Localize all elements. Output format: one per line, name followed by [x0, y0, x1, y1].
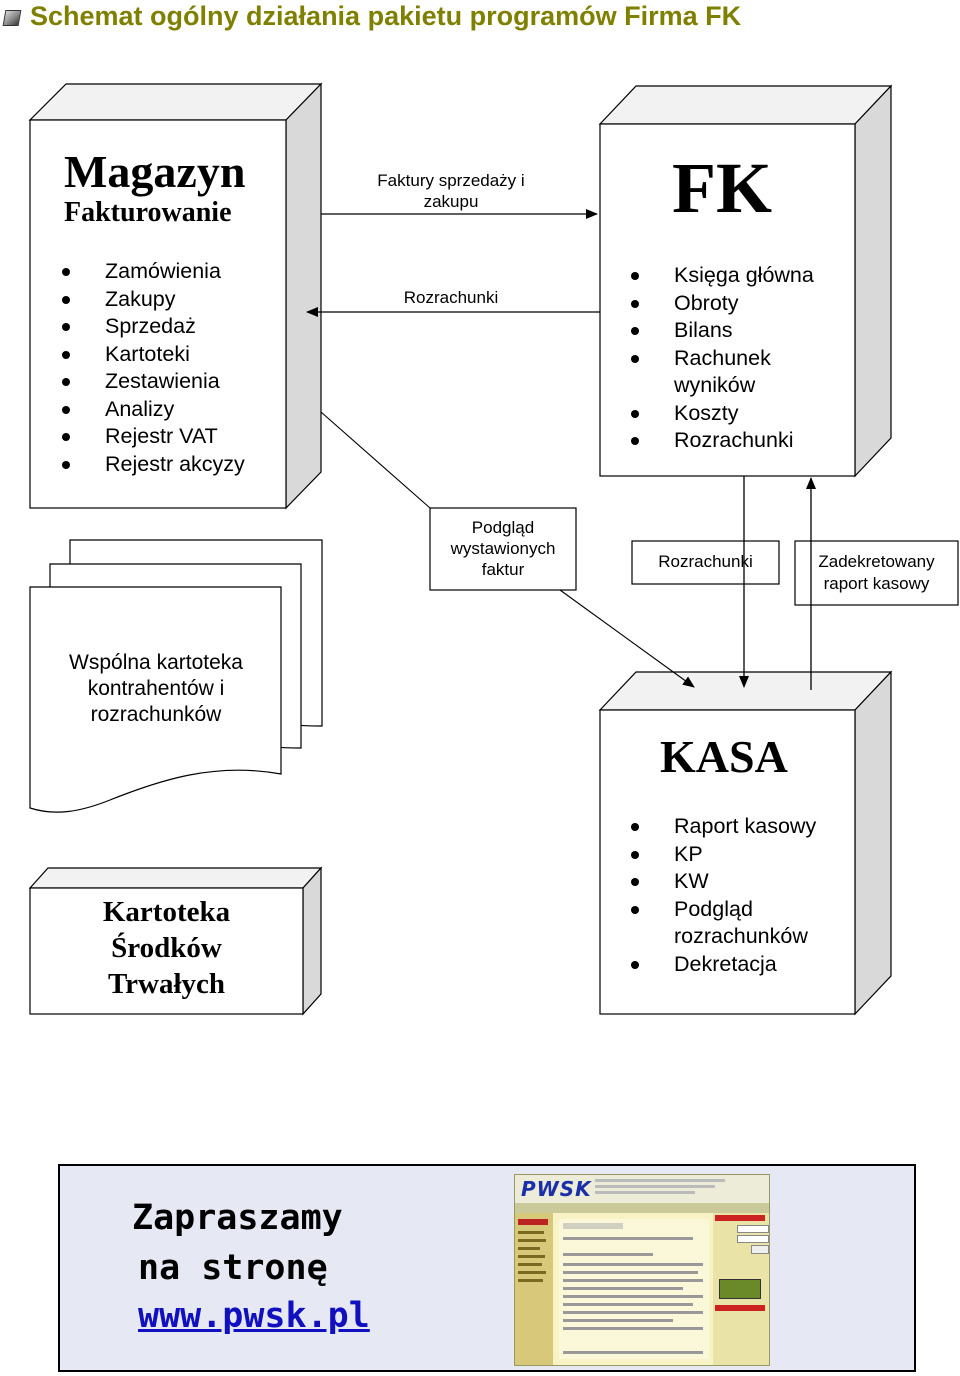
page-title: Schemat ogólny działania pakietu program…	[30, 1, 742, 31]
thumb-login-button	[751, 1245, 769, 1254]
list-item: Kartoteki	[62, 341, 245, 369]
promo-banner: Zapraszamy na stronę www.pwsk.pl PWSK	[58, 1164, 916, 1372]
list-item: Zamówienia	[62, 258, 245, 286]
list-item: Analizy	[62, 396, 245, 424]
thumb-text-line	[595, 1179, 725, 1182]
invoice-preview-arrow	[559, 589, 695, 688]
list-item: Zestawienia	[62, 368, 245, 396]
srodki-box	[28, 866, 323, 1016]
thumb-content-line	[563, 1287, 683, 1290]
thumb-content-heading	[563, 1223, 623, 1229]
thumb-text-line	[595, 1191, 695, 1194]
thumb-text-line	[595, 1185, 715, 1188]
invoice-preview-connector	[320, 411, 431, 509]
list-item: Sprzedaż	[62, 313, 245, 341]
thumb-content-line	[563, 1303, 693, 1306]
thumb-nav-bar	[515, 1203, 769, 1213]
thumb-content-line	[563, 1237, 693, 1240]
list-item: Podgląd rozrachunków	[631, 896, 834, 951]
page-header: Schemat ogólny działania pakietu program…	[0, 0, 960, 34]
thumb-content-line	[563, 1295, 703, 1298]
kasa-title: KASA	[660, 731, 788, 782]
list-item: Zakupy	[62, 286, 245, 314]
list-item: KP	[631, 841, 834, 869]
fk-title: FK	[672, 148, 772, 228]
thumb-ad-banner	[719, 1279, 761, 1299]
settlements-box	[631, 540, 780, 585]
list-item: Raport kasowy	[631, 813, 834, 841]
list-item: Rozrachunki	[631, 427, 814, 455]
settlements-top-label: Rozrachunki	[403, 288, 499, 307]
thumb-menu-line	[518, 1271, 546, 1274]
thumb-menu-line	[518, 1279, 543, 1282]
list-item: Rachunek wyników	[631, 345, 804, 400]
promo-line2: na stronę	[138, 1248, 328, 1288]
thumb-content-line	[563, 1263, 703, 1266]
thumb-login-field	[737, 1225, 769, 1233]
diagram-canvas	[28, 82, 959, 1016]
list-item: Rejestr akcyzy	[62, 451, 245, 479]
kasa-box	[598, 670, 893, 1016]
kartoteka-document-stack	[29, 539, 323, 813]
list-item: Rejestr VAT	[62, 423, 245, 451]
thumb-content-line	[563, 1253, 653, 1256]
website-link[interactable]: www.pwsk.pl	[138, 1296, 370, 1336]
thumb-content-line	[563, 1279, 703, 1282]
thumb-menu-line	[518, 1263, 542, 1266]
list-item: Obroty	[631, 290, 814, 318]
list-item: Bilans	[631, 317, 814, 345]
thumb-menu-line	[518, 1255, 545, 1258]
thumb-menu-line	[518, 1231, 544, 1234]
cash-report-box	[794, 540, 959, 606]
promo-line1: Zapraszamy	[132, 1198, 343, 1238]
thumb-logo: PWSK	[521, 1177, 592, 1201]
fk-list: Księga główna Obroty Bilans Rachunek wyn…	[631, 262, 814, 455]
magazyn-subtitle: Fakturowanie	[64, 197, 232, 228]
thumb-content-line	[563, 1351, 703, 1354]
list-item: Koszty	[631, 400, 814, 428]
kasa-list: Raport kasowy KP KW Podgląd rozrachunków…	[631, 813, 834, 978]
fk-box	[598, 84, 893, 478]
thumb-menu-highlight	[518, 1219, 548, 1225]
thumb-menu-line	[518, 1239, 546, 1242]
thumb-sidebar	[515, 1213, 553, 1365]
thumb-content-line	[563, 1271, 698, 1274]
thumb-section-header	[715, 1305, 765, 1311]
settlements-box-label: Rozrachunki	[658, 552, 753, 571]
thumb-menu-line	[518, 1247, 540, 1250]
thumb-content-line	[563, 1319, 673, 1322]
thumb-login-header	[715, 1215, 765, 1221]
website-thumbnail[interactable]: PWSK	[514, 1174, 770, 1366]
list-item: Dekretacja	[631, 951, 834, 979]
list-item: KW	[631, 868, 834, 896]
invoice-preview-box	[429, 507, 577, 591]
list-item: Księga główna	[631, 262, 814, 290]
thumb-content-line	[563, 1311, 703, 1314]
thumb-content-line	[563, 1327, 703, 1330]
magazyn-box	[28, 82, 323, 510]
magazyn-list: Zamówienia Zakupy Sprzedaż Kartoteki Zes…	[62, 258, 245, 478]
thumb-password-field	[737, 1235, 769, 1243]
magazyn-title: Magazyn	[64, 146, 246, 197]
